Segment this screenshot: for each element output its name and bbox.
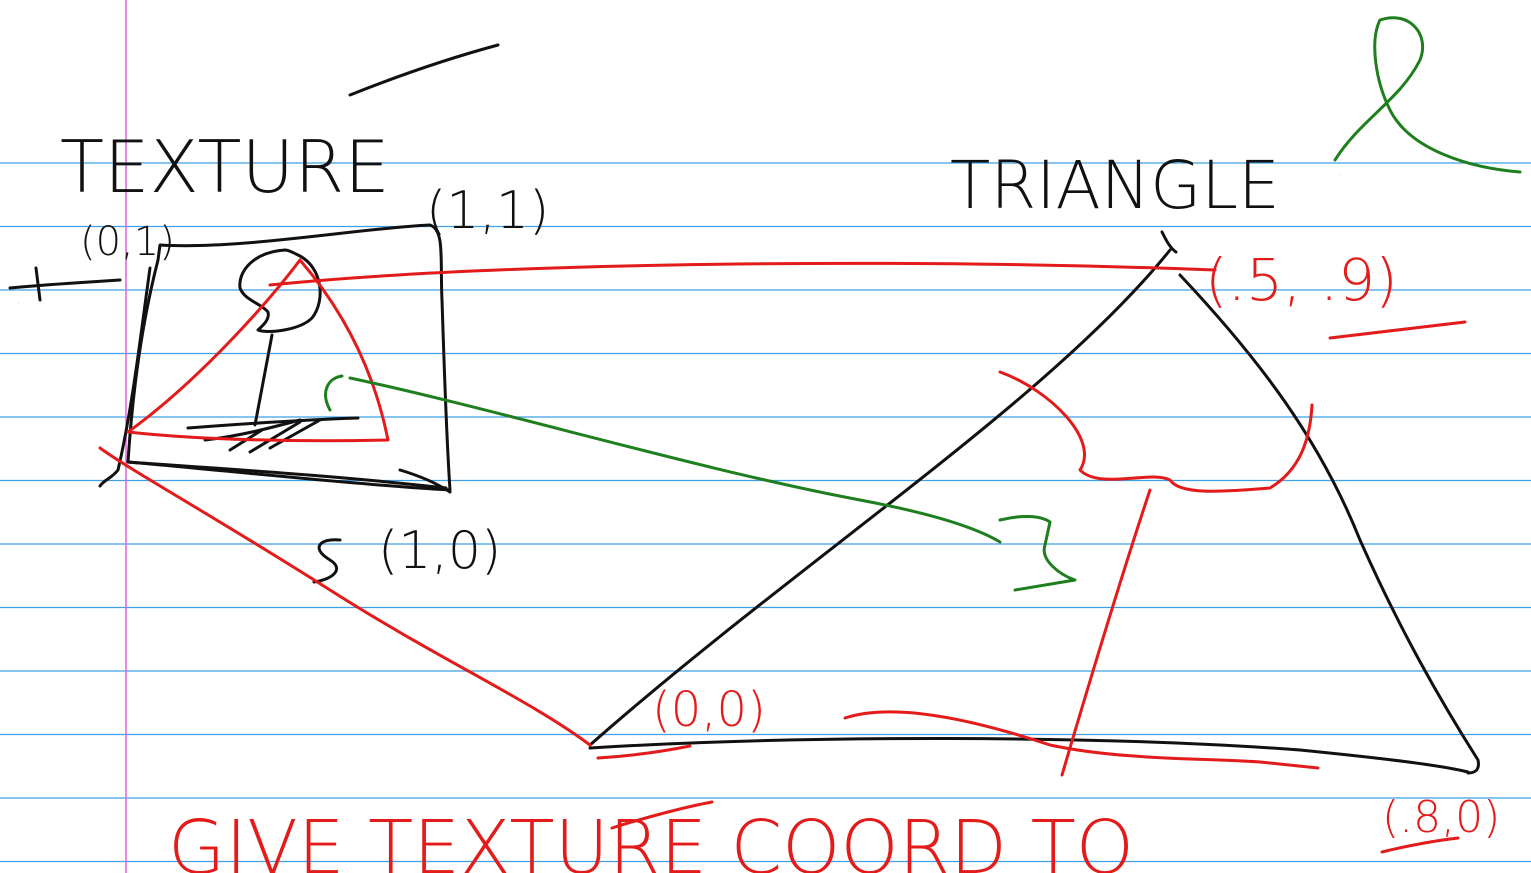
texture-title-overline <box>348 43 500 97</box>
texture-top-right-label: (1,1) <box>426 181 549 241</box>
caption-text: GIVE TEXTURE COORD TO <box>168 805 1134 873</box>
red-mapping-strokes <box>98 258 1467 854</box>
bottom-left-coordinate: (0,0) <box>652 682 766 738</box>
apex-coordinate: (.5, .9) <box>1205 246 1398 314</box>
texture-title: TEXTURE <box>60 125 390 209</box>
handwritten-labels: TEXTURE (0,1) (1,1) (1,0) t s TRIANGLE 2… <box>18 125 1500 873</box>
triangle-sketch <box>588 230 1480 775</box>
triangle-title: TRIANGLE <box>950 147 1280 224</box>
texture-square-sketch <box>8 223 452 584</box>
texture-bottom-right-label: (1,0) <box>378 521 501 581</box>
number-label: 2 <box>1340 174 1342 176</box>
bottom-right-coordinate: (.8,0) <box>1382 792 1500 843</box>
texture-origin-label: (0,1) <box>80 219 175 265</box>
axis-s-label: s <box>318 581 319 583</box>
axis-t-label: t <box>18 302 19 305</box>
green-mapping-stroke <box>324 16 1522 592</box>
